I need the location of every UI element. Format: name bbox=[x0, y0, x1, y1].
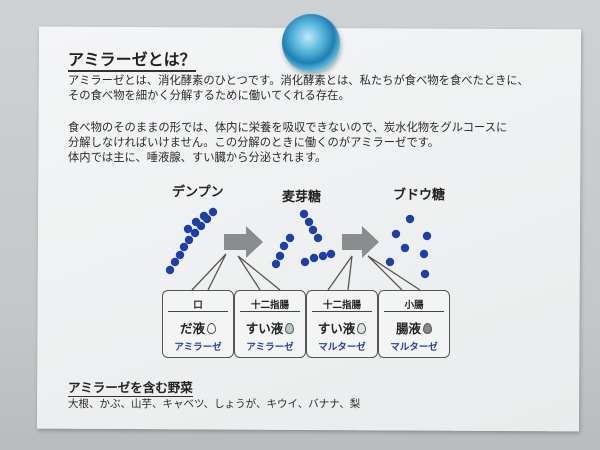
enzyme-label: マルターゼ bbox=[390, 342, 438, 353]
arrow-icon bbox=[342, 226, 379, 258]
paragraph1-line1: アミラーゼとは、消化酵素のひとつです。消化酵素とは、私たちが食べ物を食べたときに… bbox=[68, 74, 529, 87]
juice-label: だ液 bbox=[179, 321, 205, 336]
magnet bbox=[282, 14, 340, 72]
enzyme-label: アミラーゼ bbox=[174, 342, 222, 353]
stage-glucose: ブドウ糖 bbox=[393, 188, 446, 203]
glucose-dots bbox=[385, 214, 432, 279]
organ-label: 小腸 bbox=[384, 297, 444, 312]
paragraph1-line2: その食べ物を細かく分解するために働いてくれる存在。 bbox=[68, 89, 350, 102]
droplet-icon bbox=[357, 323, 367, 334]
droplet-icon bbox=[207, 323, 216, 334]
paragraph2-line1: 食べ物のそのままの形では、体内に栄養を吸収できないので、炭水化物をグルコースに bbox=[68, 121, 508, 134]
enzyme-label: マルターゼ bbox=[318, 342, 366, 353]
organ-label: 十二指腸 bbox=[240, 297, 300, 312]
starch-dots bbox=[165, 207, 218, 275]
enzyme-label: アミラーゼ bbox=[246, 342, 294, 353]
paragraph2-line3: 体内では主に、唾液腺、すい臓から分泌されます。 bbox=[68, 151, 327, 164]
enzyme-box-mouth: 口 だ液 アミラーゼ bbox=[162, 290, 234, 358]
enzyme-box-duodenum-1: 十二指腸 すい液 アミラーゼ bbox=[234, 290, 306, 358]
callout-lines bbox=[191, 253, 421, 291]
droplet-icon bbox=[285, 323, 295, 334]
juice-label: すい液 bbox=[317, 321, 356, 336]
poster-title: アミラーゼとは？ bbox=[68, 50, 196, 72]
enzyme-box-duodenum-2: 十二指腸 すい液 マルターゼ bbox=[306, 290, 378, 358]
juice-label: すい液 bbox=[245, 321, 284, 336]
droplet-icon bbox=[423, 323, 432, 334]
organ-label: 口 bbox=[168, 297, 228, 312]
organ-label: 十二指腸 bbox=[312, 297, 372, 312]
maltose-dots bbox=[271, 209, 336, 269]
stage-starch: デンプン bbox=[172, 185, 224, 200]
juice-label: 腸液 bbox=[395, 321, 421, 336]
stage-maltose: 麦芽糖 bbox=[282, 190, 322, 205]
enzyme-box-small-intestine: 小腸 腸液 マルターゼ bbox=[378, 290, 450, 358]
vegetables-heading: アミラーゼを含む野菜 bbox=[68, 377, 193, 397]
arrow-icon bbox=[224, 226, 263, 258]
paragraph2-line2: 分解しなければいけません。この分解のときに働くのがアミラーゼです。 bbox=[68, 136, 440, 149]
arrow-icons bbox=[224, 226, 379, 258]
vegetables-list: 大根、かぶ、山芋、キャベツ、しょうが、キウイ、バナナ、梨 bbox=[68, 398, 361, 410]
